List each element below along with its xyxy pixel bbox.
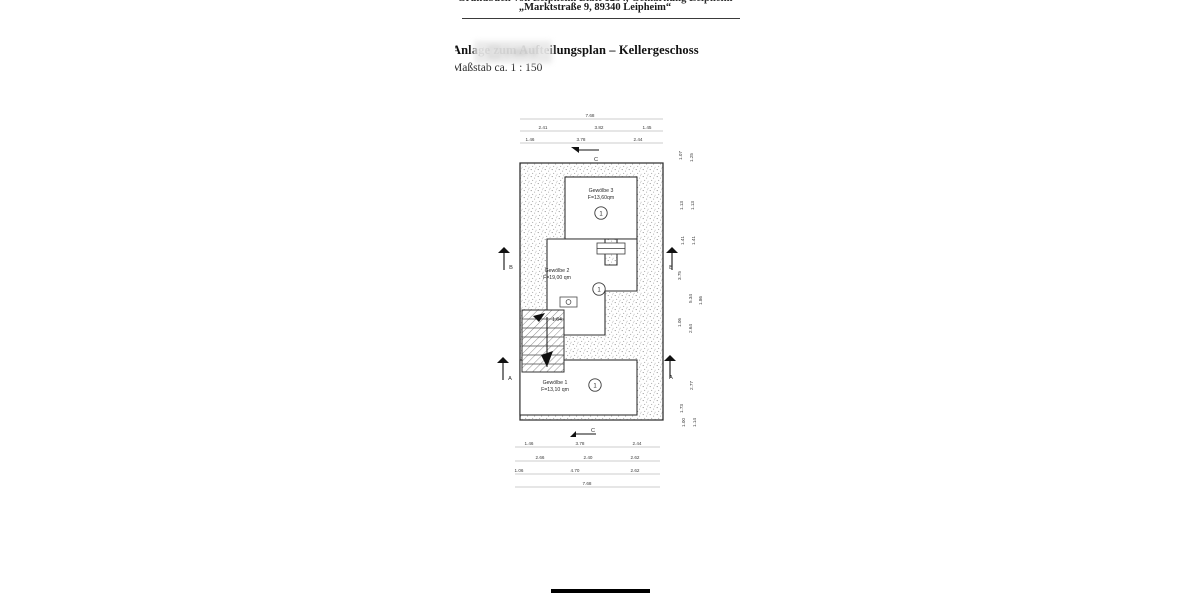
section-label-a-right: A	[669, 375, 673, 381]
dim-right-6: 1.41	[691, 236, 696, 245]
dim-right-8: 5.34	[688, 294, 693, 303]
dim-right-1: 1.07	[678, 151, 683, 160]
dimension-chain-bottom: 1.46 3.78 2.44 2.66 2.40 2.62 1.06 4.70 …	[515, 441, 660, 488]
dim-right-14: 1.00	[681, 418, 686, 427]
staircase	[521, 309, 565, 373]
section-label-c-bottom: C	[591, 428, 595, 434]
dim-bot-3-2: 4.70	[571, 468, 580, 473]
section-arrow-c-bottom	[570, 431, 576, 437]
dimension-chain-top: 7.68 2.41 3.82 1.45 1.46 3.78 2.44	[520, 113, 663, 144]
dim-right-15: 1.14	[692, 418, 697, 427]
section-label-a-left: A	[508, 376, 512, 382]
room-gewoelbe-3	[564, 176, 638, 240]
section-arrow-b-left	[498, 247, 510, 253]
dim-bot-3-1: 1.06	[515, 468, 524, 473]
room-label-gewoelbe-2: Gewölbe 2	[545, 268, 570, 274]
section-arrow-b-right	[666, 247, 678, 253]
scale-label: Maßstab ca. 1 : 150	[452, 62, 543, 74]
dim-right-13: 1.73	[679, 404, 684, 413]
dim-right-4: 1.13	[690, 201, 695, 210]
dim-right-3: 1.13	[679, 201, 684, 210]
unit-number-gewoelbe-1: 1	[593, 384, 597, 390]
dim-bot-3-3: 2.62	[631, 468, 640, 473]
plan-details	[533, 296, 578, 322]
dim-top-3-3: 2.44	[634, 137, 643, 142]
section-label-b-right: B	[669, 265, 673, 271]
dim-bot-1-3: 2.44	[633, 441, 642, 446]
dim-top-2-1: 2.41	[539, 125, 548, 130]
dim-top-2-2: 3.82	[595, 125, 604, 130]
left-page-margin	[0, 0, 455, 600]
section-markers: C B B A A C	[497, 147, 678, 437]
header-grundbuch-line: Grundbuch von Leipheim Blatt 1234, Gemar…	[440, 0, 750, 5]
dim-bot-1-2: 3.78	[576, 441, 585, 446]
dim-top-3-1: 1.46	[526, 137, 535, 142]
dim-right-9: 1.86	[698, 296, 703, 305]
dim-bot-2-3: 2.62	[631, 455, 640, 460]
room-label-gewoelbe-1: Gewölbe 1	[543, 380, 568, 386]
dim-bot-4-1: 7.68	[583, 481, 592, 486]
dim-bot-2-2: 2.40	[584, 455, 593, 460]
dim-right-11: 2.64	[688, 324, 693, 333]
header-address-line: „Marktstraße 9, 89340 Leipheim“	[518, 2, 672, 13]
page-indicator-text: 1 von 2	[504, 46, 537, 58]
dim-top-3-2: 3.78	[577, 137, 586, 142]
dim-right-2: 1.25	[689, 153, 694, 162]
section-label-c-top: C	[594, 157, 598, 163]
header-divider	[462, 18, 740, 19]
right-page-margin	[745, 0, 1200, 600]
unit-number-gewoelbe-3: 1	[599, 212, 603, 218]
section-arrow-c-top	[571, 147, 579, 153]
section-arrow-a-right	[664, 355, 676, 361]
dim-top-1-1: 7.68	[586, 113, 595, 118]
room-area-gewoelbe-2: F=19,00 qm	[543, 275, 571, 281]
dim-right-12: 2.77	[689, 381, 694, 390]
page-indicator-badge: 1 von 2	[474, 41, 552, 63]
bottom-black-bar	[551, 589, 650, 593]
kellergeschoss-floor-plan: Gewölbe 3 F=13,60qm 1 Gewölbe 2 F=19,00 …	[495, 105, 735, 500]
room-label-gewoelbe-3: Gewölbe 3	[589, 188, 614, 194]
interior-dimension-label: 1.64	[552, 317, 562, 323]
section-arrow-a-left	[497, 357, 509, 363]
dim-bot-2-1: 2.66	[536, 455, 545, 460]
document-icon	[489, 47, 501, 57]
dim-bot-1-1: 1.46	[525, 441, 534, 446]
room-area-gewoelbe-3: F=13,60qm	[588, 195, 614, 201]
dimension-chain-right: 1.07 1.25 1.13 1.13 1.41 1.41 3.75 5.34 …	[677, 151, 703, 427]
dim-right-10: 1.06	[677, 318, 682, 327]
room-gewoelbe-2	[546, 238, 638, 336]
dim-top-2-3: 1.45	[643, 125, 652, 130]
section-label-b-left: B	[509, 265, 513, 271]
unit-number-gewoelbe-2: 1	[597, 288, 601, 294]
dim-right-5: 1.41	[680, 236, 685, 245]
room-area-gewoelbe-1: F=13,10 qm	[541, 387, 569, 393]
dim-right-7: 3.75	[677, 271, 682, 280]
